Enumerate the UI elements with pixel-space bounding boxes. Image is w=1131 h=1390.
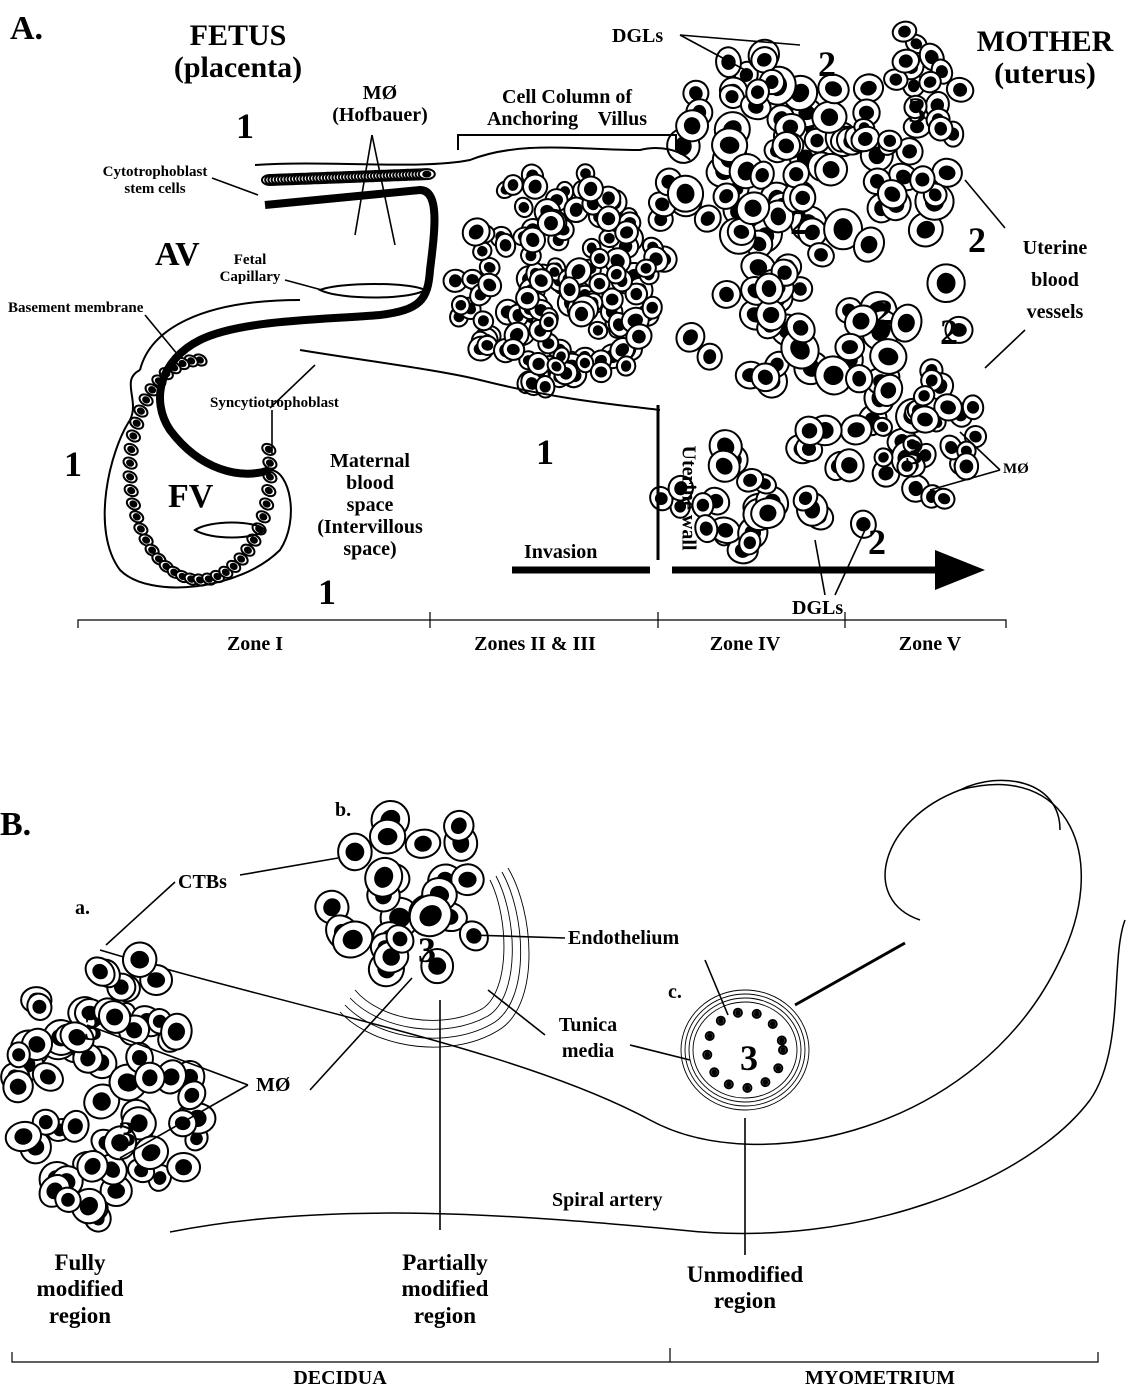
cell (954, 453, 978, 480)
number-three: 3 (84, 1010, 102, 1046)
cell (125, 496, 142, 512)
cell (743, 1084, 751, 1092)
cell (706, 1032, 714, 1040)
av-label: AV (155, 238, 200, 272)
cell (779, 1046, 787, 1054)
zone-v-label: Zone V (875, 634, 985, 654)
zone-bracket (78, 612, 1006, 628)
cell (7, 1042, 30, 1067)
number-three: 3 (905, 434, 923, 470)
cell (734, 1009, 742, 1017)
uterine-vessels-label: Uterine blood vessels (1005, 232, 1105, 328)
number-two: 2 (790, 204, 808, 240)
zone-iv-label: Zone IV (690, 634, 800, 654)
cell (753, 1010, 761, 1018)
endothelium-label: Endothelium (568, 928, 679, 948)
tunica-media-label: Tunicamedia (548, 1012, 628, 1064)
number-three: 3 (418, 932, 436, 968)
ctbs-label: CTBs (178, 872, 227, 892)
cell (715, 46, 743, 78)
number-three: 3 (908, 92, 926, 128)
unmodified-label: Unmodifiedregion (665, 1262, 825, 1315)
basement-membrane-label: Basement membrane (8, 301, 143, 316)
vessel-c-label: c. (668, 982, 682, 1002)
cell (122, 469, 139, 485)
number-two: 2 (818, 46, 836, 82)
cell (125, 428, 142, 444)
vessel-b-label: b. (335, 800, 351, 820)
number-two: 2 (968, 222, 986, 258)
cell (725, 1080, 733, 1088)
cell (778, 1037, 786, 1045)
cell (123, 442, 140, 458)
cell (258, 496, 275, 512)
dgls-top-label: DGLs (612, 26, 663, 46)
zones-ii-iii-label: Zones II & III (450, 634, 620, 654)
cell (710, 1068, 718, 1076)
mo-right-label: MØ (1003, 462, 1029, 477)
cell (569, 302, 594, 327)
vessel-a-label: a. (75, 898, 90, 918)
cell (403, 827, 443, 861)
syncytiotrophoblast-label: Syncytiotrophoblast (210, 396, 339, 411)
cell (419, 169, 435, 179)
mo-label: MØ (256, 1075, 290, 1095)
cell (123, 483, 140, 499)
number-three: 3 (118, 1116, 136, 1152)
cell (703, 1051, 711, 1059)
cell-column-label: Cell Column ofAnchoring Villus (462, 86, 672, 130)
number-two: 2 (940, 314, 958, 350)
cell (845, 364, 874, 393)
mother-heading: MOTHER(uterus) (955, 26, 1131, 89)
cell (338, 833, 372, 870)
invasion-label: Invasion (524, 542, 597, 562)
cell (128, 509, 145, 525)
fetus-heading: FETUS(placenta) (148, 20, 328, 83)
myometrium-label: MYOMETRIUM (780, 1368, 980, 1388)
hofbauer-label: MØ(Hofbauer) (325, 82, 435, 126)
maternal-blood-label: Maternal blood space (Intervillous space… (300, 450, 440, 560)
cell (255, 509, 272, 525)
cell (590, 361, 612, 383)
decidua-label: DECIDUA (270, 1368, 410, 1388)
panel-b-label: B. (0, 808, 31, 842)
cell (122, 455, 139, 471)
region-bracket (12, 1348, 1098, 1362)
cell (167, 1152, 201, 1181)
dgls-bottom-label: DGLs (792, 598, 843, 618)
panel-a-label: A. (10, 12, 43, 46)
number-one: 1 (318, 574, 336, 610)
cell (835, 333, 866, 361)
fv-label: FV (168, 480, 213, 514)
spiral-artery-label: Spiral artery (552, 1190, 663, 1210)
cell (774, 1064, 782, 1072)
number-one: 1 (64, 446, 82, 482)
uterine-wall-label: Uterine wall (678, 446, 698, 551)
cell (537, 210, 565, 237)
cell (769, 1020, 777, 1028)
number-three: 3 (740, 1040, 758, 1076)
number-two: 2 (875, 294, 893, 330)
number-one: 1 (236, 108, 254, 144)
number-two: 2 (868, 524, 886, 560)
number-one: 1 (536, 434, 554, 470)
partially-modified-label: Partiallymodifiedregion (375, 1250, 515, 1329)
cell (260, 483, 277, 499)
spiral-artery (100, 780, 1125, 1233)
cell (926, 263, 966, 303)
cell (717, 1017, 725, 1025)
cell (761, 1078, 769, 1086)
cell (709, 277, 744, 311)
zone-i-label: Zone I (200, 634, 310, 654)
cell (503, 174, 524, 195)
cell (260, 442, 277, 458)
